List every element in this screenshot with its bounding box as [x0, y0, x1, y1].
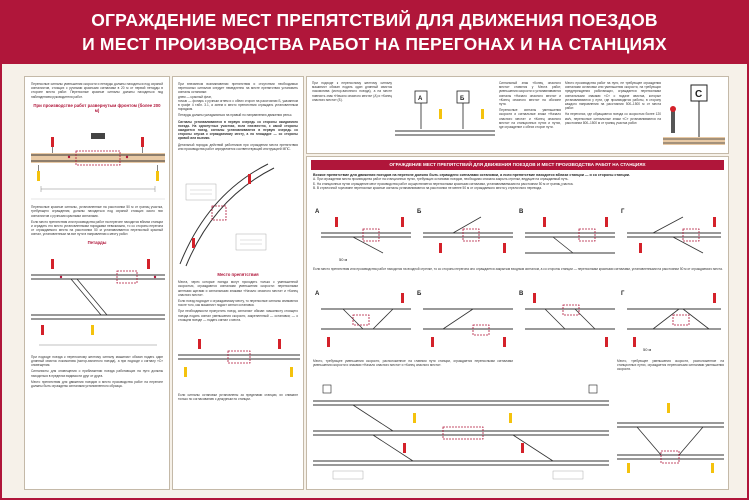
row2-label-v: В	[519, 291, 524, 297]
row2-dist-g: 50 м	[643, 347, 652, 352]
left-fig1-caption: При производстве работ развернутым фронт…	[33, 102, 161, 114]
right-top-signs-diagram: А Б	[395, 90, 495, 136]
stations-para-b: Б. На станционных путях ограждение мест …	[313, 181, 574, 186]
left-intro-text: Переносные сигналы уменьшения скорости и…	[31, 82, 163, 99]
left-text-2: Переносные красные сигналы, установленны…	[31, 205, 163, 218]
row2-label-g: Г	[621, 291, 625, 297]
mid-text-5: Если поезд подходит к ограждаемому месту…	[178, 299, 298, 308]
mid-text-6: При необходимости пропустить поезд, сигн…	[178, 309, 298, 322]
title-line-2: И МЕСТ ПРОИЗВОДСТВА РАБОТ НА ПЕРЕГОНАХ И…	[82, 34, 667, 54]
stations-header: ОГРАЖДЕНИЕ МЕСТ ПРЕПЯТСТВИЙ ДЛЯ ДВИЖЕНИЯ…	[311, 160, 724, 170]
title-line-1: ОГРАЖДЕНИЕ МЕСТ ПРЕПЯТСТВИЙ ДЛЯ ДВИЖЕНИЯ…	[91, 10, 658, 30]
mid-bullet-1: днем — красный флаг,	[178, 94, 212, 99]
stations-panel: ОГРАЖДЕНИЕ МЕСТ ПРЕПЯТСТВИЙ ДЛЯ ДВИЖЕНИЯ…	[306, 156, 729, 490]
mid-curve-diagram	[179, 163, 275, 267]
mid-text-1: При внезапном возникновении препятствия …	[178, 82, 298, 95]
row2-label-b: Б	[417, 291, 422, 297]
left-text-5: Сигналисты для оповещения о приближении …	[31, 369, 163, 378]
left-text-4: При подходе поезда к переносному желтому…	[31, 354, 163, 368]
stations-subhead: Всякое препятствие для движения поездов …	[313, 173, 630, 177]
row2-fig-b: Б	[417, 291, 513, 347]
title-banner: ОГРАЖДЕНИЕ МЕСТ ПРЕПЯТСТВИЙ ДЛЯ ДВИЖЕНИЯ…	[2, 2, 747, 64]
row1-label-a: А	[315, 209, 320, 215]
mid-text-3: Детальный порядок действий работников пр…	[178, 142, 298, 151]
right-top-text-1: При подходе к переносному желтому сигнал…	[312, 81, 392, 102]
stations-row1-diagrams: А 50 м Б В	[315, 209, 721, 262]
row1-fig-a: А 50 м	[315, 209, 411, 262]
right-top-text-3: Переносные сигналы уменьшения скорости и…	[499, 108, 561, 130]
sign-b-label: Б	[460, 96, 465, 102]
right-top-text-2: Сигнальный знак «Конец опасного места» с…	[499, 81, 561, 107]
row1-fig-b: Б	[417, 209, 513, 253]
sign-c-label: С	[695, 89, 702, 100]
left-fig1-diagram	[31, 133, 165, 200]
stations-para-v: В. В стрелочной горловине переносные кра…	[313, 185, 542, 190]
left-panel: Переносные сигналы уменьшения скорости и…	[24, 76, 170, 490]
right-top-text-5: На перегонах, где обращаются поезда со с…	[565, 112, 661, 125]
mid-text-4: Места, через которые поезда могут проход…	[178, 280, 298, 297]
row1-label-b: Б	[417, 209, 422, 215]
mid-bold-text: Сигналы устанавливаются в первую очередь…	[178, 119, 298, 141]
mid-bullet-2: ночью — фонарь с ручным огнем и с обеих …	[178, 98, 298, 112]
row1-label-v: В	[519, 209, 524, 215]
row1-label-g: Г	[621, 209, 625, 215]
left-fig2-caption: Петарды	[87, 239, 107, 245]
row1-fig-g: Г	[621, 209, 721, 254]
mid-text-7: Если сигналы остановки установлены за пр…	[178, 393, 298, 402]
stations-para-main: Если место препятствия или производства …	[313, 267, 723, 271]
left-text-6: Место препятствия для движения поездов и…	[31, 379, 163, 389]
mid-diagram-caption: Место препятствия	[217, 272, 259, 278]
sign-a-label: А	[418, 96, 423, 102]
row1-dist-a: 50 м	[339, 257, 348, 262]
stations-row2-diagrams: А Б В	[315, 291, 721, 352]
left-text-3: Если место препятствия или производства …	[31, 219, 163, 237]
stations-bottom-right-diagram	[617, 403, 724, 473]
mid-text-2: Петарды должны укладываться на правый по…	[178, 113, 293, 118]
row2-label-a: А	[315, 291, 320, 297]
right-top-c-sign-diagram: С	[663, 84, 725, 145]
row2-fig-a: А	[315, 291, 411, 347]
stations-bottom-left-diagram	[313, 384, 609, 480]
right-top-text-4: Место производства работ на пути, не тре…	[565, 81, 661, 111]
left-fig2-diagram	[31, 258, 165, 346]
mid-bottom-diagram	[178, 339, 300, 378]
row2-fig-v: В	[519, 291, 615, 347]
mid-panel: При внезапном возникновении препятствия …	[172, 76, 304, 490]
stations-para-a: А. При ограждении места производства раб…	[313, 177, 569, 182]
row2-fig-g: Г 50 м	[621, 291, 721, 352]
stations-bottom-left-text: Место, требующее уменьшения скорости, ра…	[313, 359, 513, 368]
row1-fig-v: В	[519, 209, 615, 254]
stations-bottom-right-text: Место, требующее уменьшения скорости, ра…	[617, 359, 724, 372]
right-top-panel: При подходе к переносному желтому сигнал…	[306, 76, 729, 154]
